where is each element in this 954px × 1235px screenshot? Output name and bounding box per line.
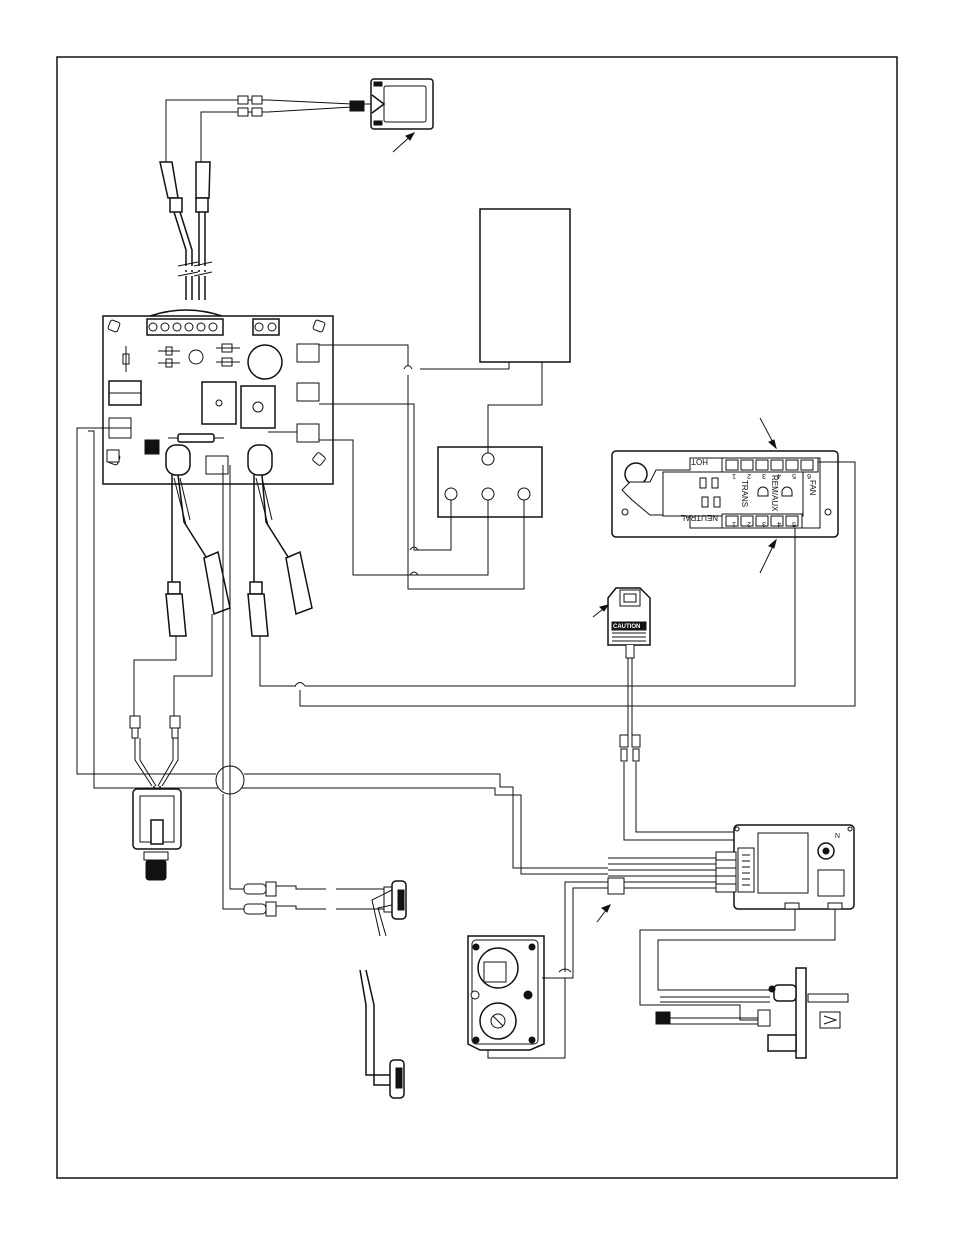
receptacle-neutral-label: NEUTRAL: [680, 513, 718, 522]
ignition-module-corner-label: N: [835, 831, 840, 838]
gas-valve: [468, 936, 544, 1050]
pilot-assembly: [640, 909, 848, 1058]
hot-terminal-3: 3: [762, 472, 766, 479]
neutral-terminal-3: 3: [762, 520, 766, 527]
neutral-terminal-2: 2: [747, 520, 751, 527]
wire-harness: [608, 852, 736, 894]
terminal-strip: [438, 447, 542, 517]
junction-box: [480, 209, 570, 362]
transformer-connectors: [620, 735, 640, 761]
outlet-label-trans: TRANS: [740, 480, 749, 507]
wall-switch: [371, 79, 433, 129]
neutral-terminal-5: 5: [792, 520, 796, 527]
harness-arrow-head: [602, 905, 610, 912]
hot-terminal-2: 2: [747, 472, 751, 479]
hot-terminal-5: 5: [792, 472, 796, 479]
hot-terminal-6: 6: [807, 472, 811, 479]
board-lower-connectors: [166, 475, 312, 636]
transformer-caution-label: CAUTION: [613, 624, 640, 630]
receptacle-wire-hop: [295, 683, 305, 687]
neutral-terminal-1: 1: [732, 520, 736, 527]
switch-connectors: [160, 162, 212, 300]
outlet-label-rem-aux: REM/AUX: [770, 475, 779, 512]
neutral-terminal-4: 4: [777, 520, 781, 527]
receptacle-box: [612, 451, 838, 537]
switch-wires: [166, 96, 371, 162]
outlet-label-fan: FAN: [808, 480, 817, 496]
receptacle-arrow-top-head: [769, 440, 776, 448]
control-board: [103, 310, 333, 484]
transformer: [608, 588, 650, 658]
receptacle-arrow-bottom-head: [769, 540, 776, 548]
receptacle-hot-label: HOT: [691, 457, 708, 466]
wire-crossovers: [404, 366, 418, 576]
transformer-wires: [624, 658, 735, 840]
thermopile-cable: [223, 794, 406, 1098]
hot-terminal-1: 1: [732, 472, 736, 479]
thermal-sensor: [133, 789, 181, 880]
